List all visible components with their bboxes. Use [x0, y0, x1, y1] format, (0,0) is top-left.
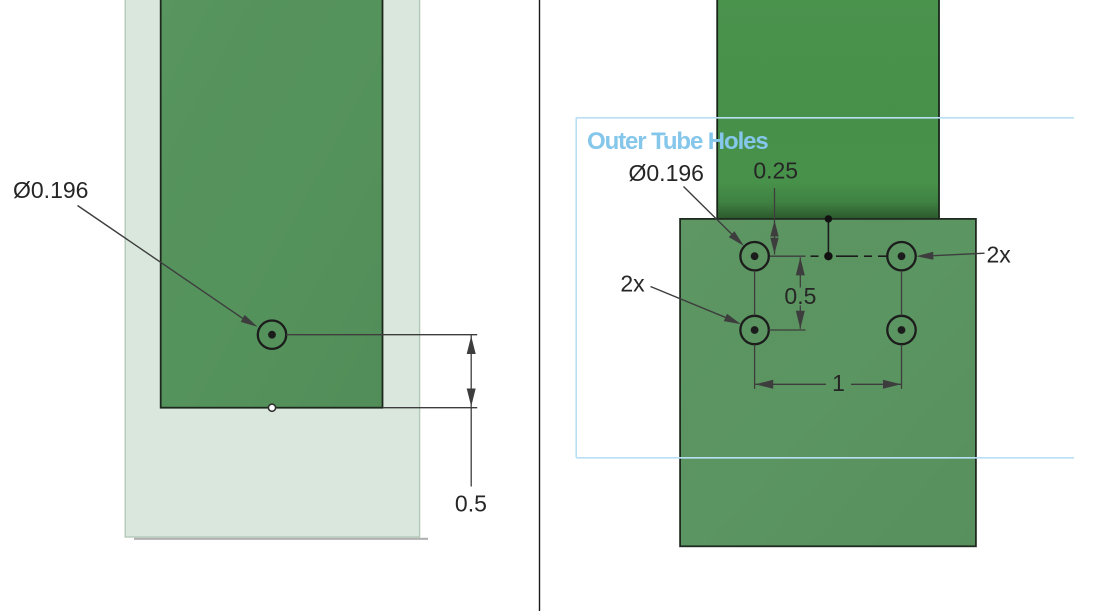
- hole-center-dot: [897, 326, 906, 334]
- leader-line: [650, 285, 727, 319]
- leader-arrowhead: [728, 231, 744, 246]
- hole-top-left[interactable]: [739, 240, 770, 272]
- arrowhead-down: [466, 388, 476, 407]
- left-view: Ø0.196 0.5: [13, 0, 487, 540]
- hole-ring[interactable]: [256, 319, 288, 351]
- top-offset-label[interactable]: 0.25: [753, 158, 798, 184]
- count-callout-left[interactable]: 2x: [620, 271, 741, 325]
- leader-arrowhead: [240, 314, 258, 327]
- hole-top-right[interactable]: [886, 240, 917, 272]
- selection-box-title[interactable]: Outer Tube Holes: [587, 128, 769, 155]
- vertical-spacing-dimension[interactable]: 0.5: [768, 257, 817, 331]
- diameter-label-left[interactable]: Ø0.196: [13, 177, 88, 203]
- edge-midpoint-vertex[interactable]: [267, 403, 277, 413]
- selection-box[interactable]: Outer Tube Holes: [575, 117, 1074, 459]
- leader-arrowhead: [723, 313, 741, 325]
- leader-line: [77, 204, 244, 320]
- anchor-dot-bottom[interactable]: [824, 252, 833, 261]
- edge-distance-dimension-left[interactable]: 0.5: [286, 334, 487, 517]
- outer-tube-rect-right[interactable]: [679, 217, 977, 548]
- hole-center-dot: [750, 252, 759, 261]
- hole-center-dot: [750, 326, 759, 334]
- diameter-dimension-right[interactable]: Ø0.196: [629, 160, 744, 246]
- count-label-left[interactable]: 2x: [620, 271, 645, 297]
- hole-center-dot: [268, 330, 276, 339]
- arrowhead-up: [466, 336, 476, 354]
- arrowhead-right: [883, 379, 901, 389]
- arrowhead-left: [755, 379, 774, 389]
- right-view: 0.25: [575, 0, 1074, 548]
- leader-line: [933, 252, 985, 257]
- count-callout-right[interactable]: 2x: [916, 242, 1011, 268]
- leader-line: [683, 186, 733, 236]
- hole-extension-lines: [753, 270, 903, 389]
- outer-tube-face-right[interactable]: [679, 217, 977, 548]
- inner-tube-face-left[interactable]: [159, 0, 384, 409]
- inner-tube-rect-left[interactable]: [159, 0, 384, 409]
- vertical-spacing-label[interactable]: 0.5: [784, 283, 816, 309]
- hole-bottom-right[interactable]: [886, 314, 917, 346]
- horizontal-spacing-label[interactable]: 1: [832, 370, 845, 396]
- arrowhead-up: [770, 220, 779, 237]
- leader-arrowhead: [916, 251, 934, 260]
- diameter-dimension-left[interactable]: Ø0.196: [13, 177, 258, 327]
- hole-ring[interactable]: [886, 240, 917, 272]
- hole-ring[interactable]: [739, 240, 770, 272]
- edge-distance-label-left[interactable]: 0.5: [455, 491, 487, 517]
- diameter-label-right[interactable]: Ø0.196: [629, 160, 704, 186]
- hole-center-dot: [897, 252, 906, 261]
- midpoint-anchor[interactable]: [824, 215, 833, 261]
- inner-tube-rect-right[interactable]: [716, 0, 940, 220]
- arrowhead-down: [795, 310, 805, 329]
- hole-ring[interactable]: [886, 314, 917, 346]
- horizontal-spacing-dimension[interactable]: 1: [755, 370, 901, 396]
- hole-left-view[interactable]: [256, 319, 288, 351]
- top-offset-dimension[interactable]: 0.25: [753, 158, 798, 255]
- inner-tube-face-right[interactable]: [716, 0, 940, 220]
- arrowhead-up: [795, 257, 805, 276]
- anchor-dot-top[interactable]: [824, 215, 833, 223]
- count-label-right[interactable]: 2x: [987, 242, 1012, 268]
- arrowhead-down: [770, 237, 779, 254]
